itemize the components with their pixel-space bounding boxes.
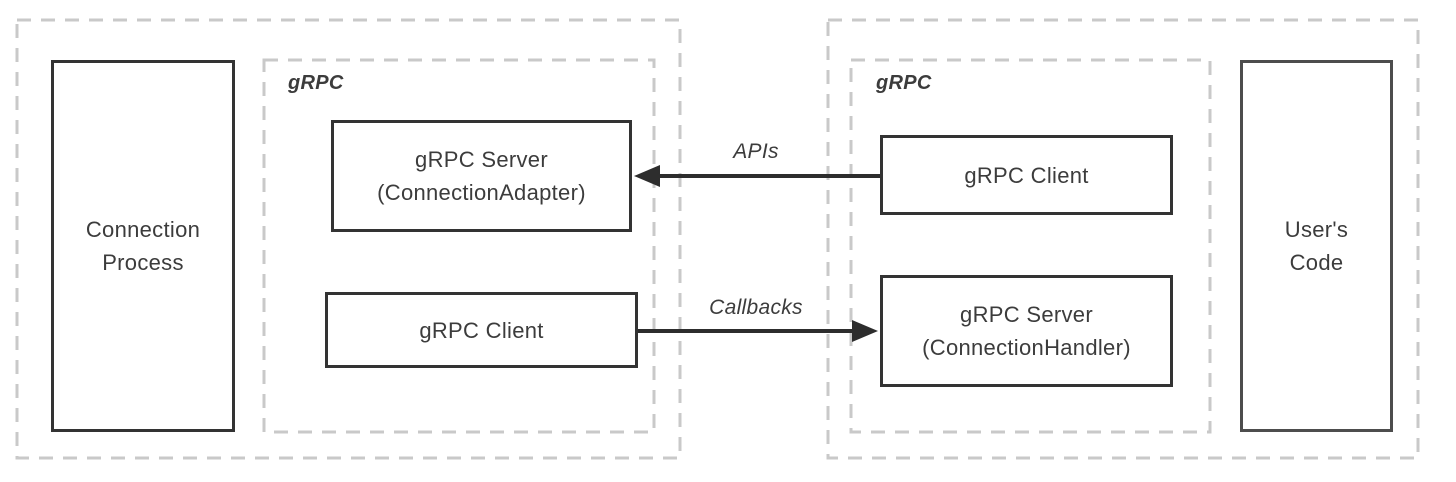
grpc-client-right-node: gRPC Client [880,135,1173,215]
node-label-line: Connection [85,217,201,242]
left-grpc-dashed-container [262,58,656,434]
grpc-server-connection-adapter-node: gRPC Server (ConnectionAdapter) [331,120,632,232]
grpc-client-left-node: gRPC Client [325,292,638,368]
right-grpc-container-label: gRPC [876,72,932,94]
node-label-line: (ConnectionAdapter) [377,180,586,205]
connection-process-node: Connection Process [51,60,235,432]
left-grpc-container-label: gRPC [288,72,344,94]
right-grpc-dashed-container [849,58,1212,434]
node-label-line: (ConnectionHandler) [922,335,1131,360]
grpc-server-connection-handler-node: gRPC Server (ConnectionHandler) [880,275,1173,387]
node-label-line: Code [1289,250,1344,275]
users-code-node: User's Code [1240,60,1393,432]
callbacks-arrow [638,320,878,342]
apis-arrow [634,165,880,187]
apis-arrowhead-left-icon [634,165,660,187]
node-label-line: Process [102,250,184,275]
node-label-line: gRPC Client [419,317,544,343]
apis-arrow-label: APIs [733,140,779,163]
node-label-line: gRPC Server [415,147,548,172]
callbacks-arrowhead-right-icon [852,320,878,342]
callbacks-arrow-label: Callbacks [709,296,803,319]
node-label-line: gRPC Server [960,302,1093,327]
right-outer-dashed-container [826,18,1420,460]
node-label-line: User's [1284,217,1349,242]
node-label-line: gRPC Client [964,162,1089,188]
